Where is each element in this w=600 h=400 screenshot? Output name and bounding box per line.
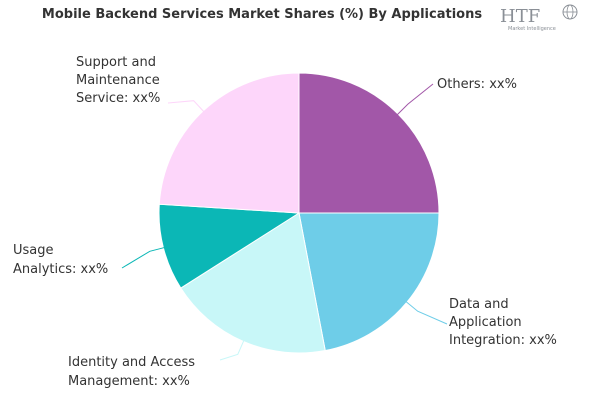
slice-label-0: Others: xx% [437, 77, 517, 92]
htf-logo: HTF Market Intelligence [500, 4, 578, 32]
leader-line-2 [219, 339, 245, 361]
leader-line-4 [167, 100, 205, 113]
leader-line-3 [121, 246, 166, 269]
pie-slice-0 [298, 72, 440, 214]
leader-line-1 [404, 300, 448, 325]
globe-icon [562, 4, 578, 20]
pie-slice-4 [158, 72, 300, 214]
chart-title: Mobile Backend Services Market Shares (%… [42, 7, 482, 22]
label-leader-lines [121, 83, 448, 361]
logo-mark: HTF [500, 6, 540, 27]
leader-line-0 [396, 83, 434, 116]
logo-tagline: Market Intelligence [508, 26, 556, 32]
